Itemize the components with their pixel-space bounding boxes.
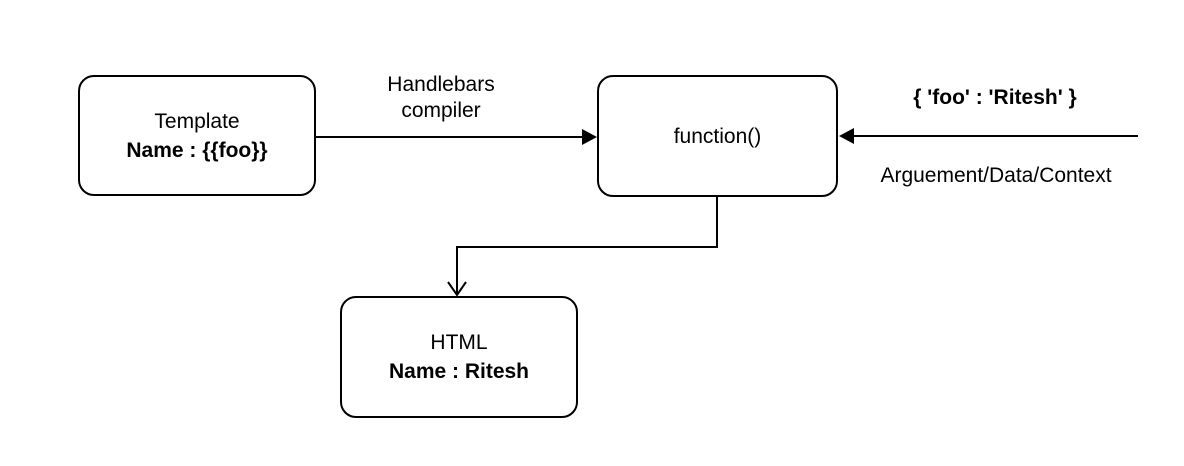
template-node-title: Template <box>154 109 240 133</box>
compiler-arrow-label-line2: compiler <box>401 99 481 122</box>
template-node: Template Name : {{foo}} <box>78 75 316 196</box>
compiler-arrow-label: Handlebars compiler <box>341 72 541 124</box>
html-node: HTML Name : Ritesh <box>340 296 578 418</box>
output-arrow <box>447 197 718 297</box>
html-node-subtitle: Name : Ritesh <box>388 360 530 383</box>
html-node-title: HTML <box>430 331 488 354</box>
context-arrow <box>839 128 1138 144</box>
template-node-subtitle: Name : {{foo}} <box>126 138 268 162</box>
function-node-title: function() <box>673 124 762 148</box>
context-caption-label: Arguement/Data/Context <box>880 164 1112 187</box>
function-node: function() <box>597 75 838 197</box>
compiler-arrow-label-line1: Handlebars <box>387 73 495 96</box>
context-value-label: { 'foo' : 'Ritesh' } <box>913 86 1077 109</box>
compiler-arrow <box>316 129 597 145</box>
